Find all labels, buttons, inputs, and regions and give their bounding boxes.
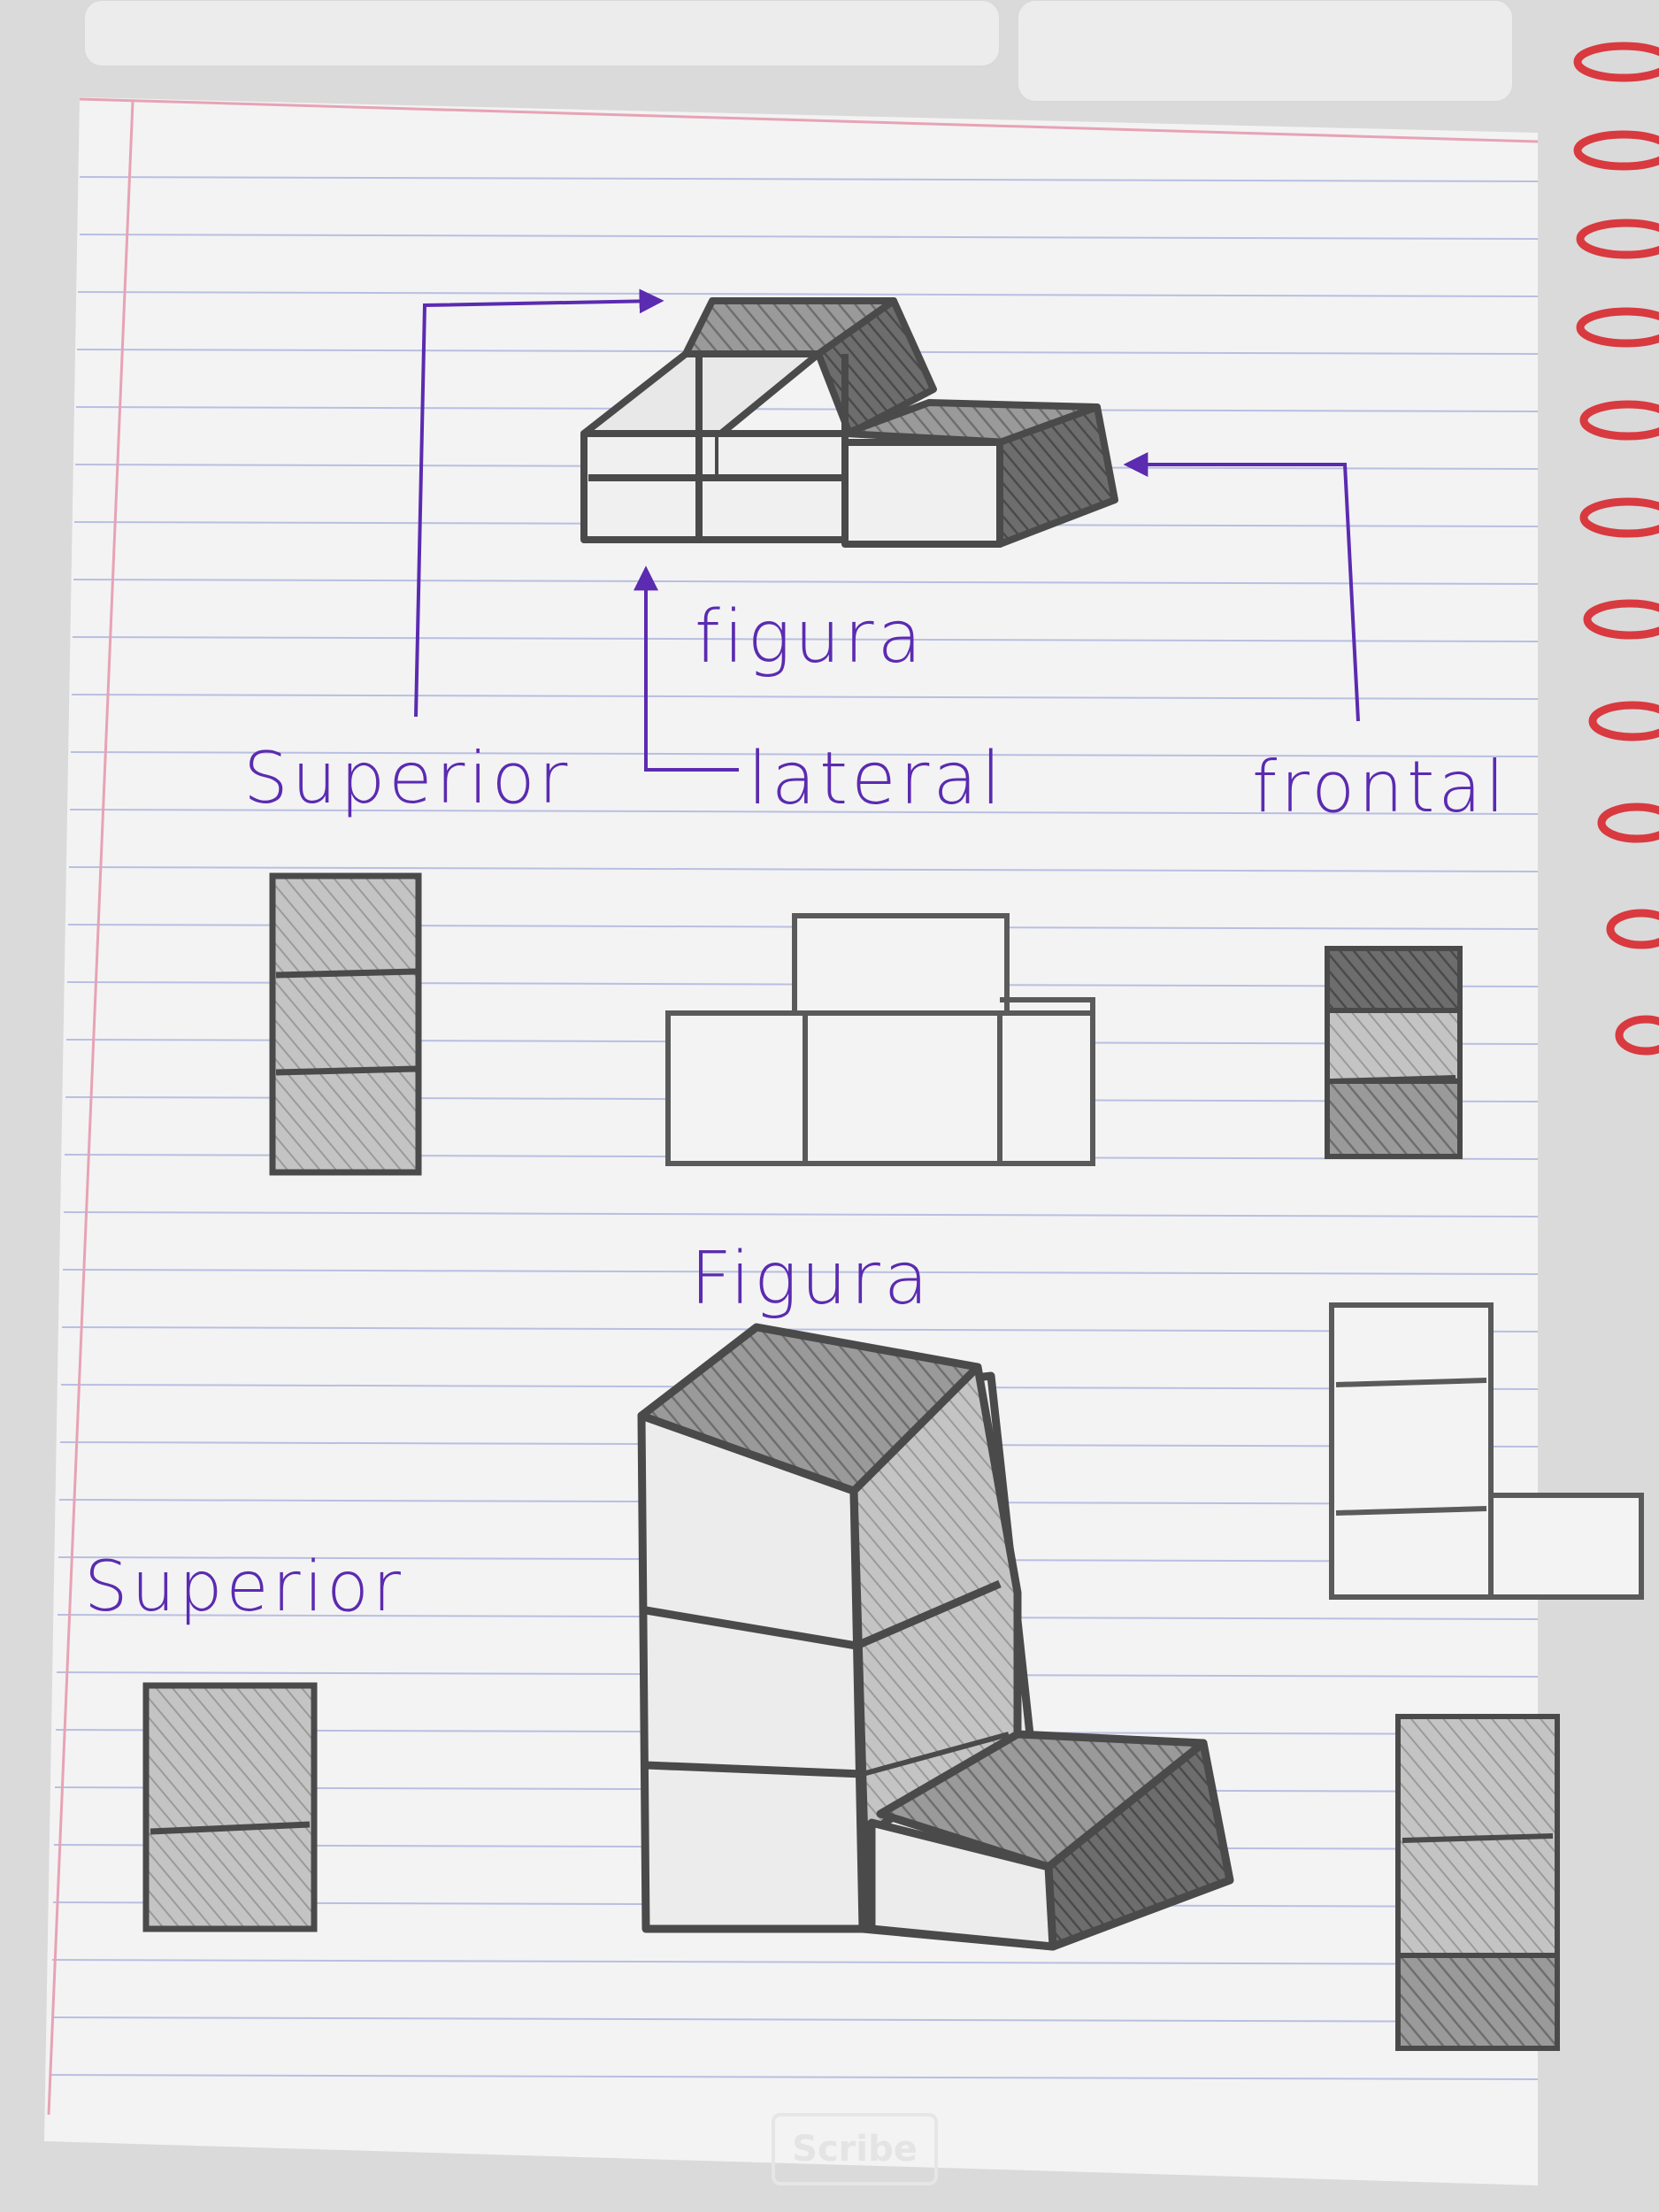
frontal-arrow <box>1123 452 1360 722</box>
bottom-superior-view-drawing <box>142 1682 318 1932</box>
label-frontal: frontal <box>1252 746 1509 828</box>
brand-logo: Scribe <box>772 2113 938 2185</box>
lateral-arrow <box>634 565 739 772</box>
label-superior-top: Superior <box>243 737 572 819</box>
left-margin-line <box>47 101 134 2116</box>
bottom-figure-isometric <box>637 1323 1234 1951</box>
bottom-lateral-view-drawing <box>1329 1302 1644 1600</box>
label-figura-bottom: Figura <box>690 1237 933 1321</box>
label-lateral: lateral <box>748 737 1005 821</box>
frontal-view-drawing <box>1325 946 1463 1159</box>
top-margin-line <box>79 97 1539 143</box>
top-figure-isometric <box>580 297 1118 548</box>
superior-arrow <box>414 288 664 718</box>
view-arrows <box>414 288 1360 772</box>
bottom-frontal-view-drawing <box>1395 1714 1560 2051</box>
lateral-view-drawing <box>665 913 1095 1166</box>
label-superior-bottom: Superior <box>84 1548 404 1627</box>
superior-view-drawing <box>269 872 422 1176</box>
label-figura-top: figura <box>695 595 926 680</box>
spiral-binding <box>1573 42 1659 1056</box>
